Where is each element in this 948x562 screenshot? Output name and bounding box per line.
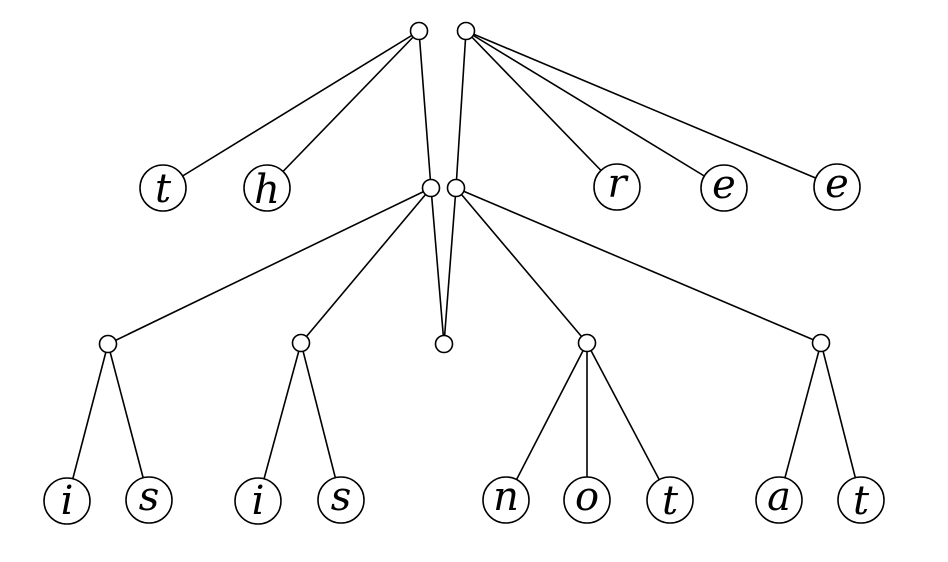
node-circle-midR bbox=[446, 178, 466, 198]
edge-intD-a1 bbox=[778, 342, 822, 501]
internal-node-rootL bbox=[409, 21, 429, 41]
node-circle-s2 bbox=[317, 476, 365, 524]
node-label-h1: h bbox=[254, 167, 280, 213]
edge-rootL-h1 bbox=[266, 30, 420, 189]
edge-intB-i2 bbox=[257, 342, 302, 502]
node-circle-h1 bbox=[243, 164, 291, 212]
internal-node-intC bbox=[577, 333, 597, 353]
node-label-a1: a bbox=[767, 474, 791, 520]
letter-node-o1: o bbox=[563, 474, 611, 524]
node-label-r1: r bbox=[607, 161, 629, 207]
edge-rootR-r1 bbox=[465, 30, 618, 188]
edge-midL-intB bbox=[300, 187, 432, 344]
node-circle-rootR bbox=[456, 21, 476, 41]
letter-node-i2: i bbox=[234, 477, 282, 525]
internal-node-midL bbox=[421, 178, 441, 198]
letter-node-t3: t bbox=[837, 476, 885, 524]
node-label-e2: e bbox=[825, 161, 849, 207]
node-label-i2: i bbox=[252, 478, 265, 524]
edge-intA-i1 bbox=[66, 343, 109, 502]
internal-node-intB bbox=[291, 333, 311, 353]
edge-rootR-e2 bbox=[465, 30, 838, 188]
node-circle-s1 bbox=[125, 476, 173, 524]
node-label-s2: s bbox=[331, 474, 352, 520]
node-circle-intB bbox=[291, 333, 311, 353]
node-label-o1: o bbox=[575, 474, 599, 520]
node-circle-r1 bbox=[593, 163, 641, 211]
letter-node-n1: n bbox=[482, 474, 530, 524]
node-label-i1: i bbox=[61, 478, 74, 524]
letter-node-i1: i bbox=[43, 477, 91, 525]
internal-node-intA bbox=[98, 334, 118, 354]
node-circle-n1 bbox=[482, 476, 530, 524]
letter-node-r1: r bbox=[593, 161, 641, 211]
node-circle-midL bbox=[421, 178, 441, 198]
node-label-t1: t bbox=[155, 166, 172, 212]
node-label-t2: t bbox=[662, 478, 679, 524]
edge-midR-intC bbox=[455, 187, 588, 344]
edge-intC-n1 bbox=[505, 342, 588, 501]
internal-node-intM bbox=[434, 334, 454, 354]
node-label-e1: e bbox=[712, 162, 736, 208]
edge-intA-s1 bbox=[107, 343, 150, 501]
edge-midL-intA bbox=[107, 187, 432, 345]
edge-intB-s2 bbox=[300, 342, 342, 501]
letter-node-s2: s bbox=[317, 474, 365, 524]
edge-midL-intM bbox=[430, 187, 445, 345]
edge-intD-t3 bbox=[820, 342, 862, 501]
node-circle-e2 bbox=[813, 163, 861, 211]
internal-node-intD bbox=[811, 333, 831, 353]
node-circle-intA bbox=[98, 334, 118, 354]
node-circle-t1 bbox=[139, 164, 187, 212]
letter-node-t1: t bbox=[139, 164, 187, 212]
letter-node-h1: h bbox=[243, 164, 291, 213]
node-circle-intD bbox=[811, 333, 831, 353]
node-circle-rootL bbox=[409, 21, 429, 41]
edge-rootL-t1 bbox=[162, 30, 420, 189]
node-circle-t2 bbox=[646, 476, 694, 524]
node-circle-e1 bbox=[700, 164, 748, 212]
node-label-t3: t bbox=[853, 478, 870, 524]
edge-rootR-midR bbox=[455, 30, 467, 189]
node-circle-i2 bbox=[234, 477, 282, 525]
node-circle-intC bbox=[577, 333, 597, 353]
node-circle-i1 bbox=[43, 477, 91, 525]
node-circle-a1 bbox=[755, 476, 803, 524]
edge-midR-intD bbox=[455, 187, 822, 344]
internal-node-midR bbox=[446, 178, 466, 198]
internal-node-rootR bbox=[456, 21, 476, 41]
node-circle-o1 bbox=[563, 476, 611, 524]
node-circle-intM bbox=[434, 334, 454, 354]
edge-rootL-midL bbox=[418, 30, 432, 189]
letter-node-t2: t bbox=[646, 476, 694, 524]
node-label-n1: n bbox=[493, 474, 519, 520]
node-circle-t3 bbox=[837, 476, 885, 524]
edge-rootR-e1 bbox=[465, 30, 725, 189]
letter-node-e1: e bbox=[700, 162, 748, 212]
edge-midR-intM bbox=[443, 187, 457, 345]
letter-node-e2: e bbox=[813, 161, 861, 211]
node-label-s1: s bbox=[139, 474, 160, 520]
edge-intC-t2 bbox=[586, 342, 671, 501]
letter-node-a1: a bbox=[755, 474, 803, 524]
letter-node-s1: s bbox=[125, 474, 173, 524]
